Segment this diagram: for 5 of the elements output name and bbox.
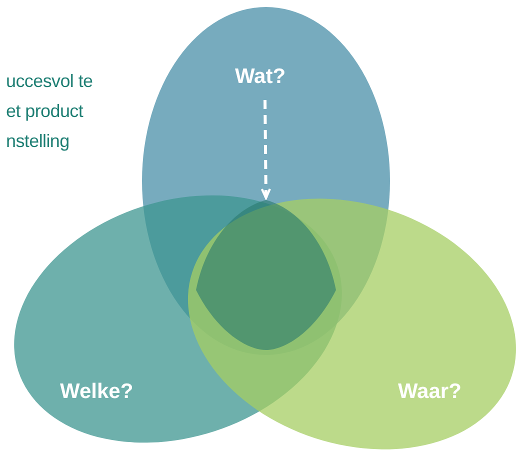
dashed-arrow [260,100,271,200]
description-text: uccesvol te et product nstelling [6,70,94,153]
set-label: Wat? [235,65,286,89]
set-label: Welke? [60,380,134,404]
set-label: Waar? [398,380,462,404]
